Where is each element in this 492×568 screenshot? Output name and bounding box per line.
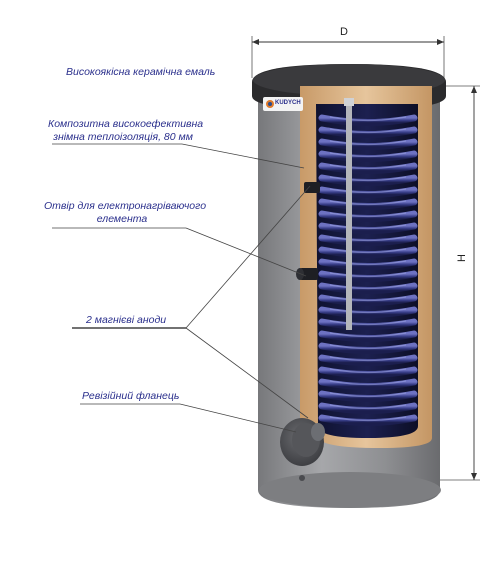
label-flange: Ревізійний фланець: [82, 390, 180, 402]
label-anodes: 2 магнієві аноди: [86, 314, 167, 326]
leader-insulation: [181, 143, 305, 169]
anode-port: [296, 268, 318, 280]
coil-turn: [318, 330, 418, 342]
coil-highlight: [329, 404, 407, 410]
coil-highlight: [329, 152, 407, 158]
leader-anode-1: [185, 185, 311, 329]
coil-highlight: [329, 248, 407, 254]
inspection-flange: [280, 418, 325, 466]
leader-flange: [179, 403, 297, 433]
coil-turn: [318, 126, 418, 138]
coil-highlight: [329, 320, 407, 326]
label-insulation-line2: знімна теплоізоляція, 80 мм: [53, 131, 193, 143]
coil-turn: [318, 210, 418, 222]
coil-highlight: [329, 200, 407, 206]
coil-turn: [318, 282, 418, 294]
coil-highlight: [329, 356, 407, 362]
inner-tank: [316, 104, 418, 438]
brand-logo-text: KUDYCH: [275, 100, 301, 106]
coil-turn: [318, 402, 418, 414]
coil-highlight: [329, 392, 407, 398]
leader-lines: [52, 143, 311, 433]
coil-highlight: [329, 272, 407, 278]
coil-turn: [318, 114, 418, 126]
coil-highlight: [329, 188, 407, 194]
coil-highlight: [329, 212, 407, 218]
coil-highlight: [329, 140, 407, 146]
coil-highlight: [329, 368, 407, 374]
heat-exchanger-coil: [318, 114, 418, 426]
coil-highlight: [329, 164, 407, 170]
coil-highlight: [329, 176, 407, 182]
dimension-d: [251, 36, 445, 78]
dimension-h: [440, 85, 480, 481]
brand-logo: [263, 97, 303, 111]
coil-highlight: [329, 416, 407, 422]
coil-turn: [318, 294, 418, 306]
coil-turn: [318, 390, 418, 402]
coil-highlight: [329, 308, 407, 314]
coil-turn: [318, 138, 418, 150]
coil-turn: [318, 306, 418, 318]
dimension-d-label: D: [340, 26, 348, 38]
coil-turn: [318, 318, 418, 330]
coil-highlight: [329, 380, 407, 386]
coil-highlight: [329, 284, 407, 290]
dimension-h-label: H: [456, 254, 468, 262]
label-heater-line1: Отвір для електронагріваючого: [44, 200, 207, 212]
coil-highlight: [329, 260, 407, 266]
coil-turn: [318, 186, 418, 198]
drain-hole: [299, 475, 305, 481]
coil-turn: [318, 270, 418, 282]
coil-turn: [318, 354, 418, 366]
coil-turn: [318, 222, 418, 234]
coil-highlight: [329, 236, 407, 242]
coil-turn: [318, 414, 418, 426]
coil-highlight: [329, 296, 407, 302]
coil-highlight: [329, 224, 407, 230]
coil-turn: [318, 366, 418, 378]
coil-turn: [318, 162, 418, 174]
label-heater-line2: елемента: [96, 213, 148, 225]
coil-turn: [318, 246, 418, 258]
coil-highlight: [329, 116, 407, 122]
coil-turn: [318, 234, 418, 246]
leader-anode-2: [185, 327, 309, 419]
coil-turn: [318, 258, 418, 270]
leader-heater: [185, 227, 307, 277]
coil-highlight: [329, 128, 407, 134]
coil-turn: [318, 198, 418, 210]
coil-highlight: [329, 344, 407, 350]
label-insulation-line1: Композитна високоефективна: [48, 118, 204, 130]
coil-turn: [318, 150, 418, 162]
anode-rod: [344, 98, 354, 330]
label-enamel: Високоякісна керамічна емаль: [66, 66, 216, 78]
coil-turn: [318, 174, 418, 186]
coil-turn: [318, 378, 418, 390]
heater-port: [304, 182, 320, 193]
coil-highlight: [329, 332, 407, 338]
coil-turn: [318, 342, 418, 354]
